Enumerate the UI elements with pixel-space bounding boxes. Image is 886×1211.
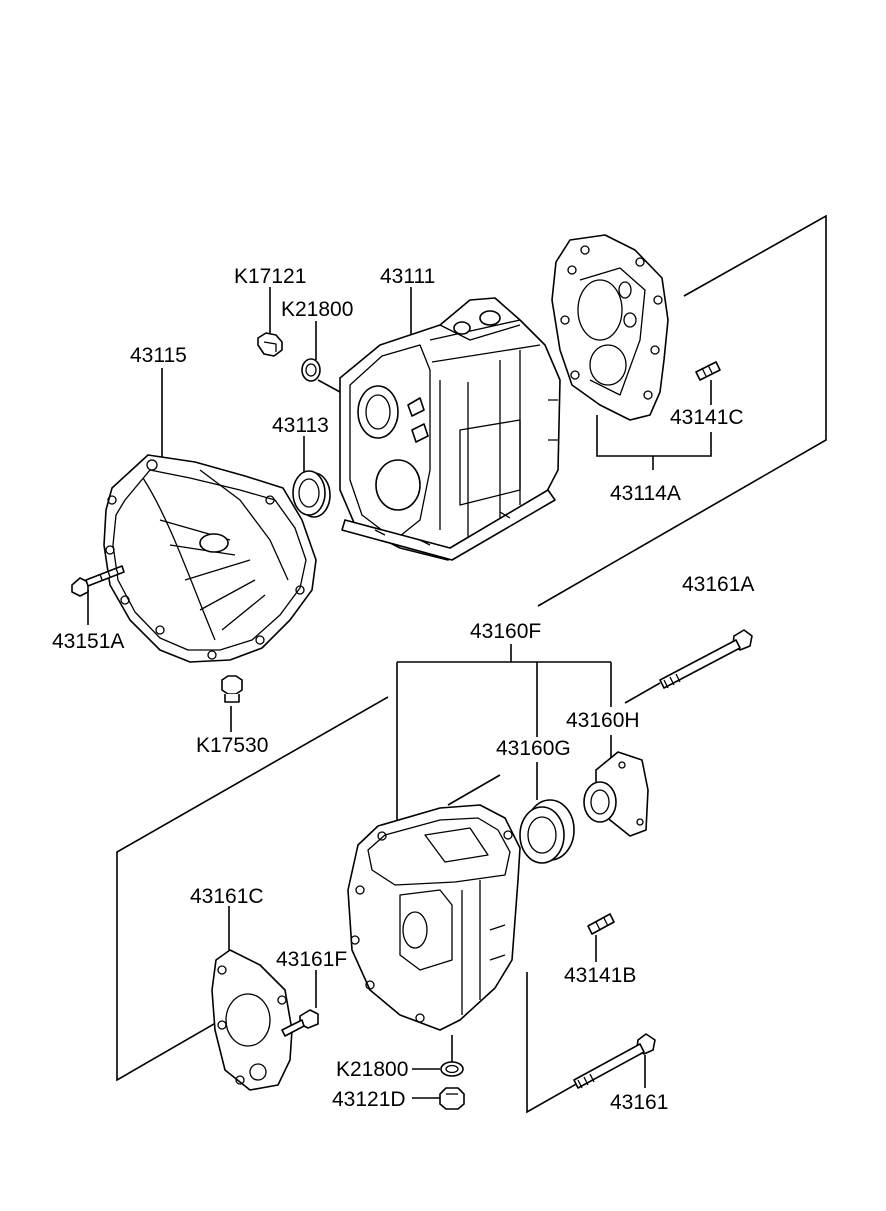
label-43160H: 43160H xyxy=(566,709,640,732)
label-43114A: 43114A xyxy=(610,482,681,505)
label-K21800-top: K21800 xyxy=(281,298,353,321)
part-labels: 43111 43113 43114A 43115 43121D 43141B 4… xyxy=(52,265,754,1114)
plate-43114A xyxy=(551,234,669,421)
plug-K17121 xyxy=(257,332,283,357)
leader-lines xyxy=(87,214,827,1114)
washer-K21800-top xyxy=(301,358,321,382)
label-43160F: 43160F xyxy=(470,620,541,643)
label-43161F: 43161F xyxy=(276,948,347,971)
label-43161: 43161 xyxy=(610,1091,668,1114)
label-K17530: K17530 xyxy=(196,734,268,757)
oil-seal-43113 xyxy=(292,470,331,518)
bell-housing-43115 xyxy=(103,454,317,663)
label-43111: 43111 xyxy=(380,265,435,288)
label-43113: 43113 xyxy=(272,414,329,437)
plug-K17530 xyxy=(221,675,243,703)
washer-K21800-bottom xyxy=(440,1061,464,1077)
label-43161C: 43161C xyxy=(190,885,264,908)
bolt-43161A xyxy=(659,629,753,689)
label-43151A: 43151A xyxy=(52,630,124,653)
plug-43121D xyxy=(439,1087,465,1110)
label-43141C: 43141C xyxy=(670,406,744,429)
label-43141B: 43141B xyxy=(564,964,636,987)
bolt-43161 xyxy=(573,1033,656,1089)
plate-43161C xyxy=(211,949,293,1091)
bolt-43161F xyxy=(281,1009,319,1037)
cover-43160H xyxy=(583,751,649,837)
stud-43141C xyxy=(695,361,721,381)
rear-case-43160F xyxy=(347,804,521,1031)
label-43115: 43115 xyxy=(130,344,187,367)
bearing-43160G xyxy=(519,799,575,864)
label-43121D: 43121D xyxy=(332,1088,406,1111)
label-43161A: 43161A xyxy=(682,573,754,596)
transmission-case-43111 xyxy=(339,297,561,561)
label-43160G: 43160G xyxy=(496,737,571,760)
label-K21800-bottom: K21800 xyxy=(336,1058,408,1081)
stud-43141B xyxy=(587,913,615,935)
bolt-43151A xyxy=(71,565,125,597)
label-K17121: K17121 xyxy=(234,265,306,288)
